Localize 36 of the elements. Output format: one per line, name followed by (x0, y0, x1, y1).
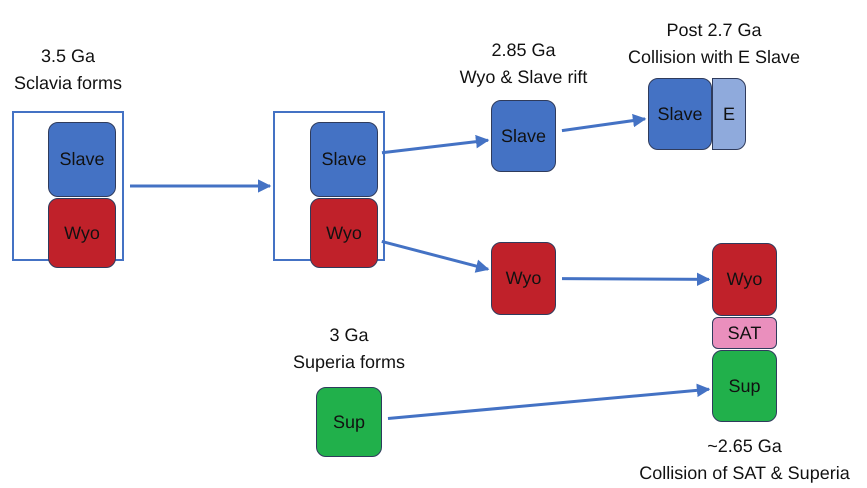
craton-block (712, 317, 777, 349)
craton-label: Slave (321, 149, 367, 170)
craton-label: Sup (728, 376, 761, 396)
craton-label: SAT (728, 322, 762, 344)
craton-block (712, 78, 746, 150)
stage-heading: 3 Ga (329, 324, 368, 347)
craton-label: Slave (500, 126, 546, 146)
craton-label: Sup (332, 412, 366, 432)
stage-heading: Collision with E Slave (628, 46, 800, 69)
craton-block (310, 198, 378, 268)
craton-label: Wyo (726, 269, 762, 290)
stage-heading: 2.85 Ga (491, 39, 556, 62)
stage-heading: Superia forms (292, 351, 406, 374)
craton-label: Wyo (326, 222, 362, 244)
craton-label: Slave (657, 104, 703, 124)
craton-block (310, 122, 378, 197)
craton-block (712, 243, 777, 316)
craton-block (491, 242, 556, 315)
craton-label: Slave (59, 149, 105, 170)
craton-block (48, 198, 116, 268)
craton-label: Wyo (64, 222, 100, 244)
arrow (562, 272, 710, 286)
stage-heading: Post 2.7 Ga (666, 19, 762, 42)
stage-heading: 3.5 Ga (40, 45, 96, 68)
arrow (381, 240, 490, 273)
stage-heading: Sclavia forms (14, 72, 122, 95)
stage-heading: Wyo & Slave rift (460, 66, 588, 89)
stage-heading: Collision of SAT & Superia (639, 462, 850, 485)
arrow (382, 134, 490, 154)
stage-heading: ~2.65 Ga (707, 435, 782, 458)
arrow (130, 179, 272, 193)
arrow (562, 114, 646, 132)
craton-label: Wyo (506, 268, 542, 289)
craton-label: E (722, 104, 735, 124)
craton-block (48, 122, 116, 197)
arrow (388, 384, 710, 420)
